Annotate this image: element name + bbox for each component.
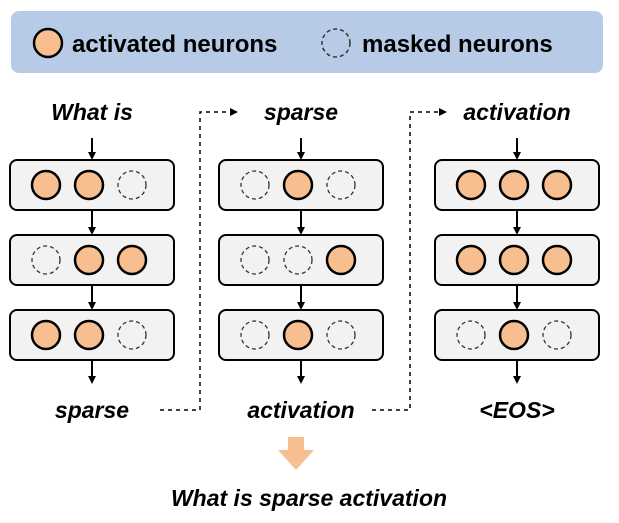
step-1-output-text: sparse [55, 397, 129, 423]
activated-neuron [30, 319, 62, 351]
activated-neuron [455, 244, 487, 276]
activated-neuron [73, 169, 105, 201]
activated-neuron [30, 169, 62, 201]
activated-neuron [325, 244, 357, 276]
activated-neuron [498, 319, 530, 351]
dashed-connector-2 [372, 108, 447, 411]
step-3-input-text: activation [463, 99, 570, 125]
masked-neuron [542, 320, 572, 350]
result-down-arrow-icon [278, 437, 314, 470]
masked-neuron [240, 245, 270, 275]
steps-layer: What is sparse sparse activation activation <… [9, 99, 600, 423]
legend-activated-label: activated neurons [72, 31, 277, 58]
masked-neuron [117, 320, 147, 350]
legend-box [11, 11, 603, 73]
legend-masked-label: masked neurons [362, 31, 553, 58]
masked-neuron [240, 320, 270, 350]
step-1-input-text: What is [51, 99, 133, 125]
activated-neuron [73, 319, 105, 351]
activated-neuron [541, 244, 573, 276]
masked-neuron [326, 170, 356, 200]
legend-activated-icon [32, 27, 64, 59]
activated-neuron [282, 169, 314, 201]
masked-neuron [456, 320, 486, 350]
activated-neuron [498, 169, 530, 201]
step-2-output-text: activation [247, 397, 354, 423]
activated-neuron [498, 244, 530, 276]
activated-neuron [282, 319, 314, 351]
final-output-text: What is sparse activation [171, 485, 447, 511]
step-2-input-text: sparse [264, 99, 338, 125]
masked-neuron [117, 170, 147, 200]
masked-neuron [240, 170, 270, 200]
dashed-connector-1 [160, 108, 238, 411]
activated-neuron [541, 169, 573, 201]
step-2-layer-2 [218, 234, 384, 286]
activated-neuron [116, 244, 148, 276]
masked-neuron [31, 245, 61, 275]
masked-neuron [283, 245, 313, 275]
activated-neuron [455, 169, 487, 201]
activated-neuron [73, 244, 105, 276]
masked-neuron [326, 320, 356, 350]
step-3-output-text: <EOS> [479, 397, 554, 423]
legend-masked-icon [321, 28, 351, 58]
